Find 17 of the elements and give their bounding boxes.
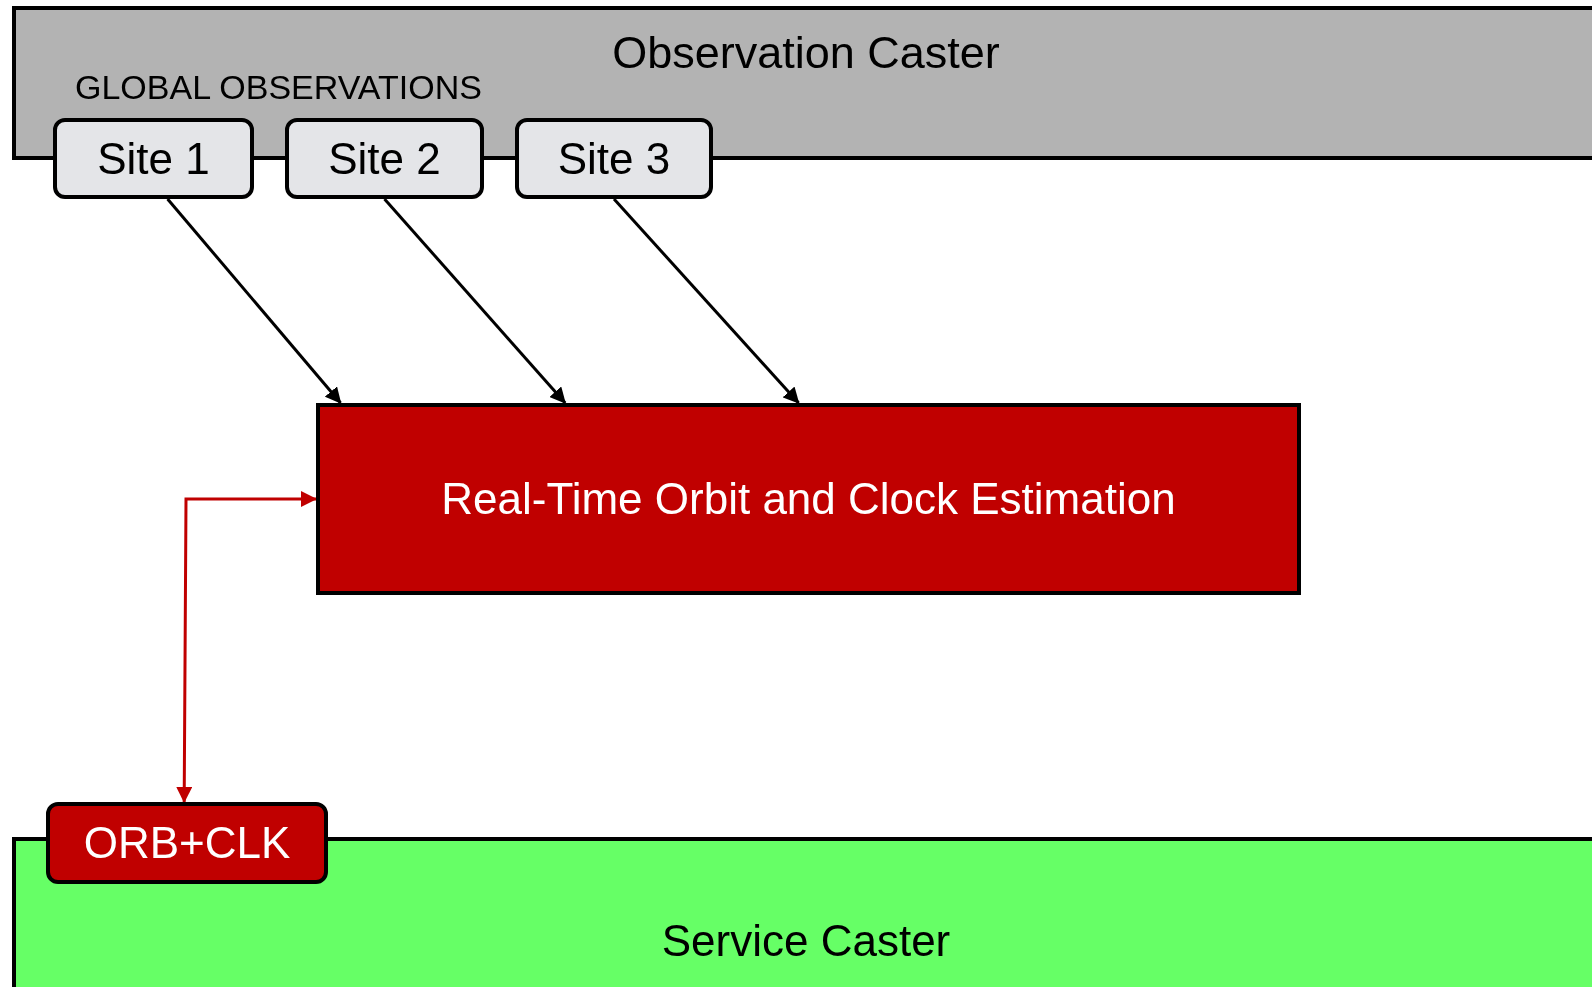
band-title: Observation Caster xyxy=(611,30,1001,75)
box-label: ORB+CLK xyxy=(83,821,291,865)
output-tag xyxy=(46,802,328,884)
site-box xyxy=(53,118,254,199)
arrow xyxy=(383,198,567,404)
arrow xyxy=(166,198,342,404)
band-title: Service Caster xyxy=(660,919,952,963)
site-box xyxy=(285,118,484,199)
box-label: Site 2 xyxy=(328,136,441,181)
box-label: Real-Time Orbit and Clock Estimation xyxy=(441,477,1176,521)
arrow xyxy=(176,491,317,803)
band-subtitle: GLOBAL OBSERVATIONS xyxy=(75,70,482,104)
arrow xyxy=(612,198,800,404)
process-box xyxy=(316,403,1301,595)
box-label: Site 3 xyxy=(557,136,671,181)
box-label: Site 1 xyxy=(97,136,210,181)
site-box xyxy=(515,118,713,199)
